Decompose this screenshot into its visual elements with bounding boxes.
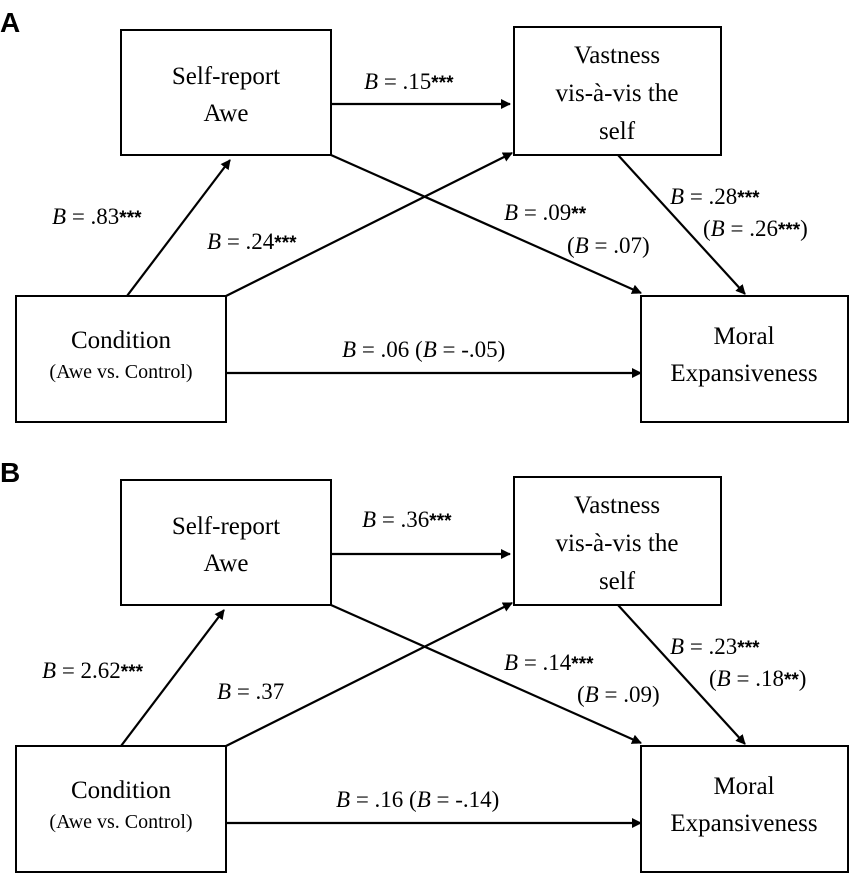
node-self-report-awe: Self-report Awe (120, 479, 332, 606)
node-label-line: Moral (713, 773, 774, 800)
edge-condition-to-vastness (225, 152, 513, 297)
coef-awe-to-moral-total: (B = .09) (577, 682, 660, 707)
node-label-line: Vastness (574, 492, 660, 519)
node-vastness: Vastness vis-à-vis the self (513, 476, 722, 606)
node-label-line: Self-report (172, 513, 280, 540)
node-label-line: Awe (204, 100, 249, 127)
edge-vastness-to-moral (617, 154, 746, 295)
node-label-line: vis-à-vis the (556, 80, 679, 107)
coef-condition-to-moral: B = .16 (B = -.14) (336, 787, 499, 812)
coef-vastness-to-moral: B = .28*** (670, 184, 760, 209)
node-label-line: vis-à-vis the (556, 530, 679, 557)
coef-condition-to-vastness: B = .24*** (207, 229, 297, 254)
node-label-line: Condition (71, 777, 172, 804)
node-sublabel: (Awe vs. Control) (49, 811, 192, 833)
edge-condition-to-awe (126, 159, 231, 297)
panel-label: B (0, 457, 20, 488)
coef-awe-to-vastness: B = .15*** (364, 69, 454, 94)
node-label-line: Condition (71, 327, 172, 354)
node-label-line: Expansiveness (670, 810, 817, 837)
coef-vastness-to-moral-total: (B = .18**) (709, 666, 806, 691)
panel-label: A (0, 7, 20, 38)
coef-condition-to-vastness: B = .37 (217, 679, 284, 704)
coef-condition-to-awe: B = 2.62*** (42, 658, 144, 683)
node-vastness: Vastness vis-à-vis the self (513, 26, 722, 156)
edge-awe-to-moral (330, 153, 642, 295)
coef-awe-to-moral: B = .14*** (504, 650, 594, 675)
node-label-line: Self-report (172, 63, 280, 90)
panel-b: B Self-report Awe Vastness vis-à-vis the… (0, 457, 849, 873)
node-condition: Condition (Awe vs. Control) (15, 745, 227, 873)
node-label-line: Vastness (574, 42, 660, 69)
coef-condition-to-moral: B = .06 (B = -.05) (342, 337, 505, 362)
node-label-line: self (599, 118, 636, 145)
coef-awe-to-moral: B = .09** (504, 200, 587, 225)
coef-condition-to-awe: B = .83*** (52, 204, 142, 229)
coef-vastness-to-moral-total: (B = .26***) (703, 216, 808, 241)
node-sublabel: (Awe vs. Control) (49, 361, 192, 383)
edge-condition-to-awe (120, 609, 225, 747)
edge-vastness-to-moral (617, 604, 746, 745)
node-moral-expansiveness: Moral Expansiveness (640, 295, 849, 423)
node-label-line: self (599, 568, 636, 595)
node-label-line: Expansiveness (670, 360, 817, 387)
node-label-line: Awe (204, 550, 249, 577)
panel-a: A Self-report Awe Vastness vis-à-vis the… (0, 7, 849, 423)
node-moral-expansiveness: Moral Expansiveness (640, 745, 849, 873)
edge-condition-to-vastness (225, 602, 513, 747)
coef-vastness-to-moral: B = .23*** (670, 634, 760, 659)
coef-awe-to-moral-total: (B = .07) (567, 233, 650, 258)
coef-awe-to-vastness: B = .36*** (362, 507, 452, 532)
node-label-line: Moral (713, 323, 774, 350)
edge-awe-to-moral (330, 603, 642, 745)
node-condition: Condition (Awe vs. Control) (15, 295, 227, 423)
node-self-report-awe: Self-report Awe (120, 29, 332, 156)
